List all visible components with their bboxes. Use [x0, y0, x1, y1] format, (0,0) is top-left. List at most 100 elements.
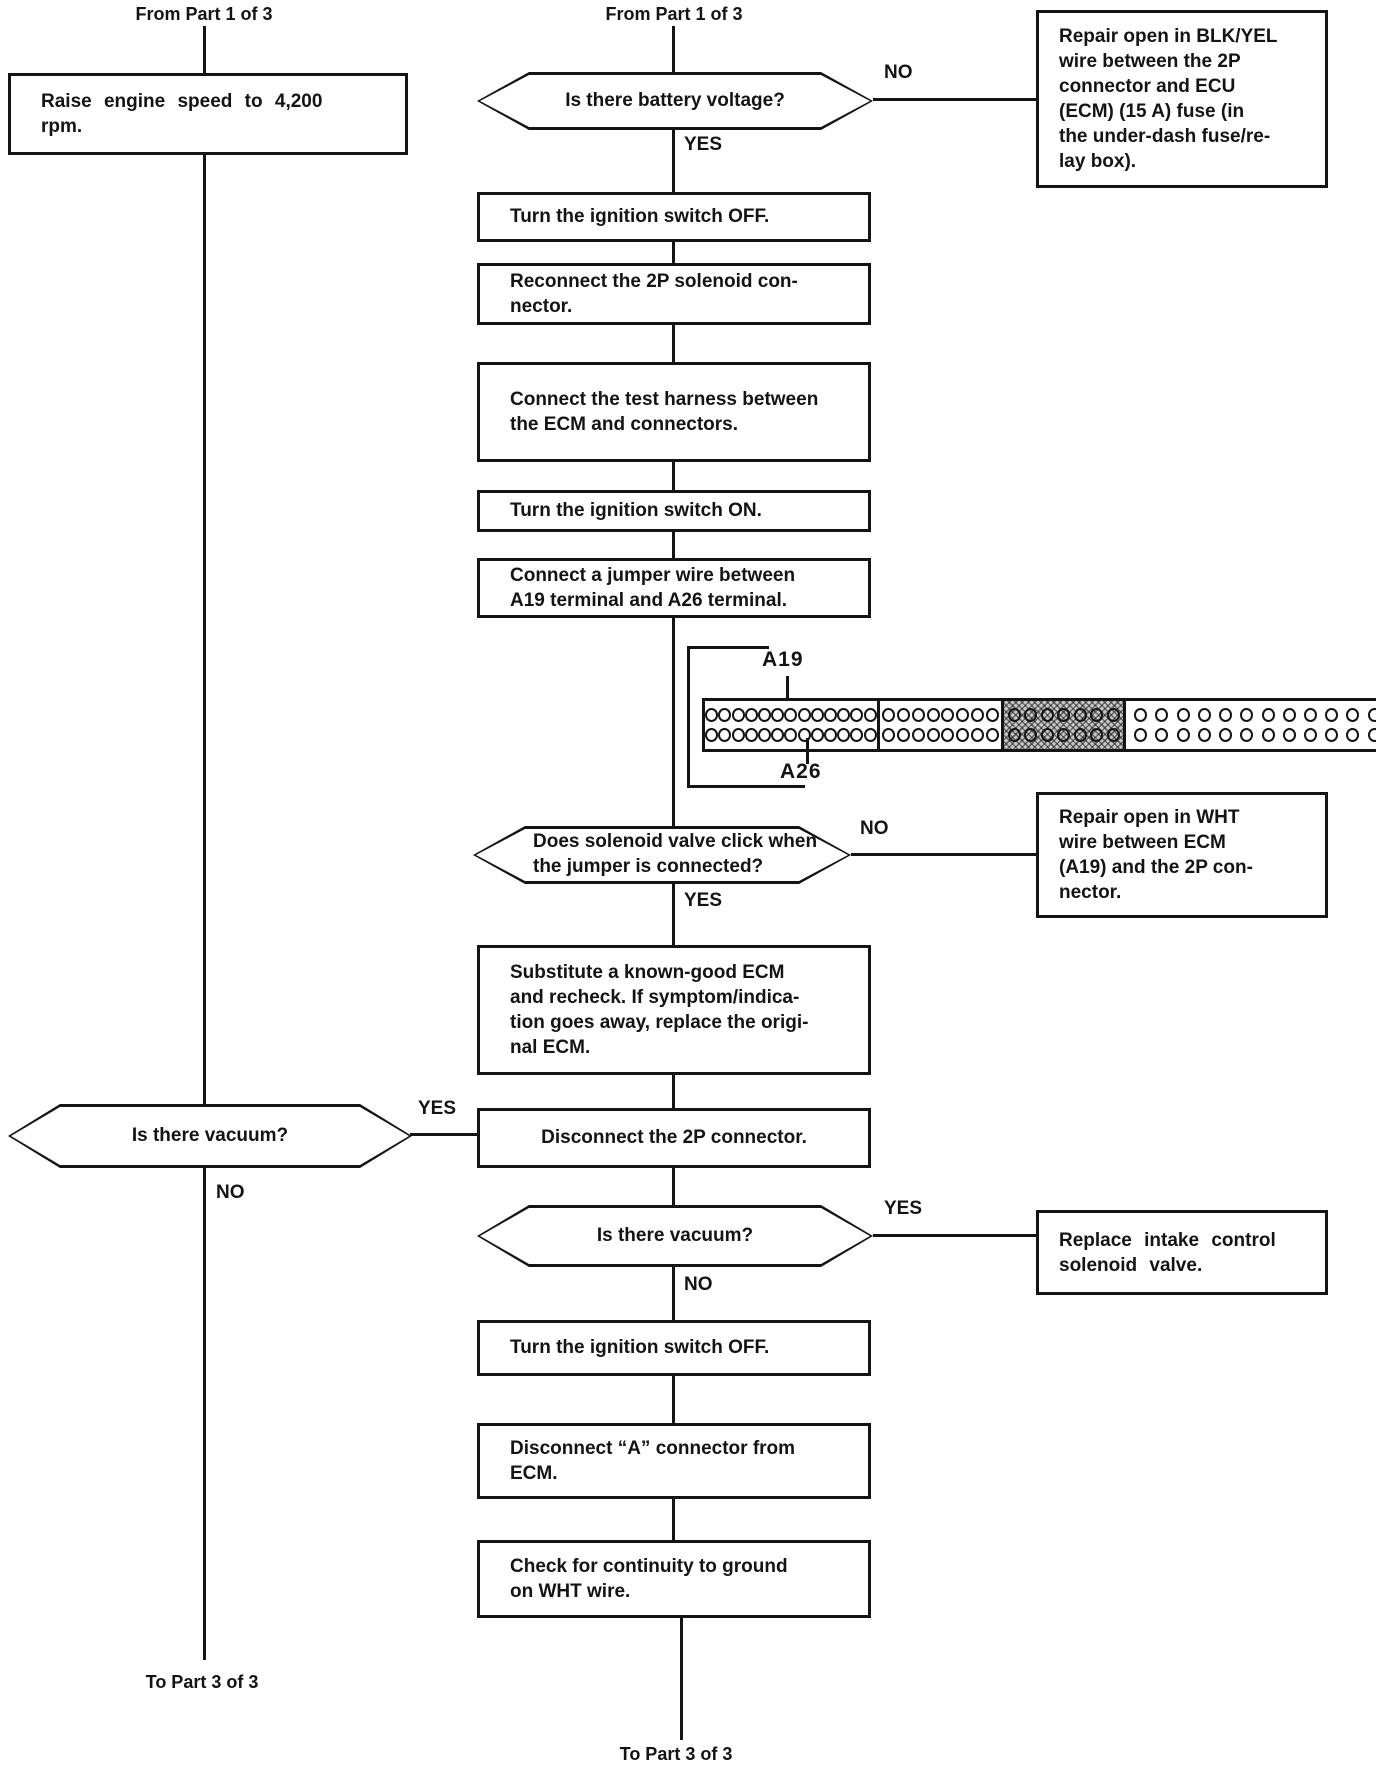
hexagon-shape-inner — [11, 1107, 409, 1165]
connector-pin — [1155, 707, 1169, 722]
connector-pin — [758, 728, 772, 743]
step-check-continuity: Check for continuity to ground on WHT wi… — [477, 1540, 871, 1618]
connector-pin — [911, 728, 925, 743]
connector-pin — [1240, 728, 1254, 743]
connector-pin — [926, 728, 940, 743]
edge-line — [680, 1618, 683, 1740]
connector-pin — [731, 728, 745, 743]
terminal-label-a19: A19 — [762, 648, 804, 671]
connector-pin — [1106, 707, 1120, 722]
connector-pin — [1282, 728, 1296, 743]
a26-leader-line — [806, 738, 809, 764]
edge-line — [203, 1168, 206, 1660]
connector-pin — [881, 728, 895, 743]
connector-pin — [1134, 707, 1148, 722]
connector-pin — [1057, 707, 1070, 722]
connector-pin — [744, 728, 758, 743]
connector-pin — [911, 707, 925, 722]
connector-pin — [758, 707, 772, 722]
edge-line — [672, 1499, 675, 1540]
edge-line — [873, 1234, 1036, 1237]
edge-line — [410, 1133, 478, 1136]
edge-label-no: NO — [216, 1182, 245, 1203]
connector-pin — [824, 707, 838, 722]
connector-pin — [1040, 707, 1054, 722]
connector-pin — [896, 728, 910, 743]
edge-label-yes: YES — [418, 1098, 457, 1119]
connector-pin — [784, 728, 798, 743]
decision-text: Does solenoid valve click when the jumpe… — [533, 831, 818, 877]
ecm-connector-diagram — [702, 698, 1376, 752]
connector-pin — [941, 728, 955, 743]
edge-line — [203, 26, 206, 73]
connector-bracket-line — [687, 646, 769, 649]
decision-text: Is there vacuum? — [131, 1124, 289, 1146]
connector-pin — [1325, 728, 1339, 743]
step-reconnect-2p: Reconnect the 2P solenoid con- nector. — [477, 263, 871, 325]
connector-pin — [797, 707, 811, 722]
connector-pin — [1007, 707, 1021, 722]
edge-line — [672, 26, 675, 72]
connector-pin — [850, 707, 864, 722]
connector-pin — [1261, 728, 1275, 743]
connector-pin — [718, 707, 732, 722]
edge-label-no: NO — [684, 1274, 713, 1295]
connector-pin — [1303, 707, 1317, 722]
connector-pin — [1090, 728, 1103, 743]
connector-pin — [718, 728, 732, 743]
action-repair-wht-wire: Repair open in WHT wire between ECM (A19… — [1036, 792, 1328, 918]
edge-line — [672, 462, 675, 490]
connector-pin — [1024, 728, 1037, 743]
connector-pin — [881, 707, 895, 722]
step-ignition-off-2: Turn the ignition switch OFF. — [477, 1320, 871, 1376]
decision-vacuum-mid: Is there vacuum? — [477, 1205, 873, 1267]
connector-pin — [810, 707, 824, 722]
connector-pin — [1346, 707, 1360, 722]
connector-pin — [1106, 728, 1120, 743]
action-repair-blkyel-wire: Repair open in BLK/YEL wire between the … — [1036, 10, 1328, 188]
step-test-harness: Connect the test harness between the ECM… — [477, 362, 871, 462]
connector-section-b — [877, 701, 1001, 749]
connector-pin-row — [880, 707, 1001, 722]
connector-pin — [705, 728, 719, 743]
edge-line — [672, 884, 675, 945]
connector-pin — [986, 728, 999, 743]
connector-pin — [1176, 728, 1190, 743]
connector-pin — [956, 728, 970, 743]
edge-line — [672, 1075, 675, 1108]
to-part-label-left: To Part 3 of 3 — [145, 1672, 259, 1692]
step-raise-engine-speed: Raise engine speed to 4,200 rpm. — [8, 73, 408, 155]
terminal-label-a26: A26 — [780, 760, 822, 783]
connector-pin — [1261, 707, 1275, 722]
connector-pin — [771, 728, 785, 743]
connector-pin — [810, 728, 824, 743]
connector-pin-row — [880, 728, 1001, 743]
connector-pin — [956, 707, 970, 722]
edge-line — [672, 242, 675, 263]
edge-line — [873, 98, 1036, 101]
decision-solenoid-click: Does solenoid valve click when the jumpe… — [473, 826, 851, 884]
connector-pin — [1197, 728, 1211, 743]
edge-line — [672, 618, 675, 826]
connector-pin — [1134, 728, 1148, 743]
edge-line — [672, 130, 675, 192]
connector-pin — [1367, 707, 1376, 722]
step-ignition-on: Turn the ignition switch ON. — [477, 490, 871, 532]
connector-pin — [1282, 707, 1296, 722]
connector-pin — [971, 707, 985, 722]
edge-line — [672, 1267, 675, 1320]
decision-battery-voltage: Is there battery voltage? — [477, 72, 873, 130]
hexagon-shape-inner — [480, 75, 870, 127]
hexagon-shape-inner — [476, 829, 848, 881]
connector-pin — [731, 707, 745, 722]
connector-section-c — [1001, 701, 1123, 749]
connector-pin — [1197, 707, 1211, 722]
connector-pin — [837, 707, 851, 722]
connector-pin — [986, 707, 999, 722]
step-disconnect-2p: Disconnect the 2P connector. — [477, 1108, 871, 1168]
connector-pin — [744, 707, 758, 722]
connector-section-d — [1123, 701, 1376, 749]
connector-pin — [1024, 707, 1037, 722]
step-disconnect-a-connector: Disconnect “A” connector from ECM. — [477, 1423, 871, 1499]
